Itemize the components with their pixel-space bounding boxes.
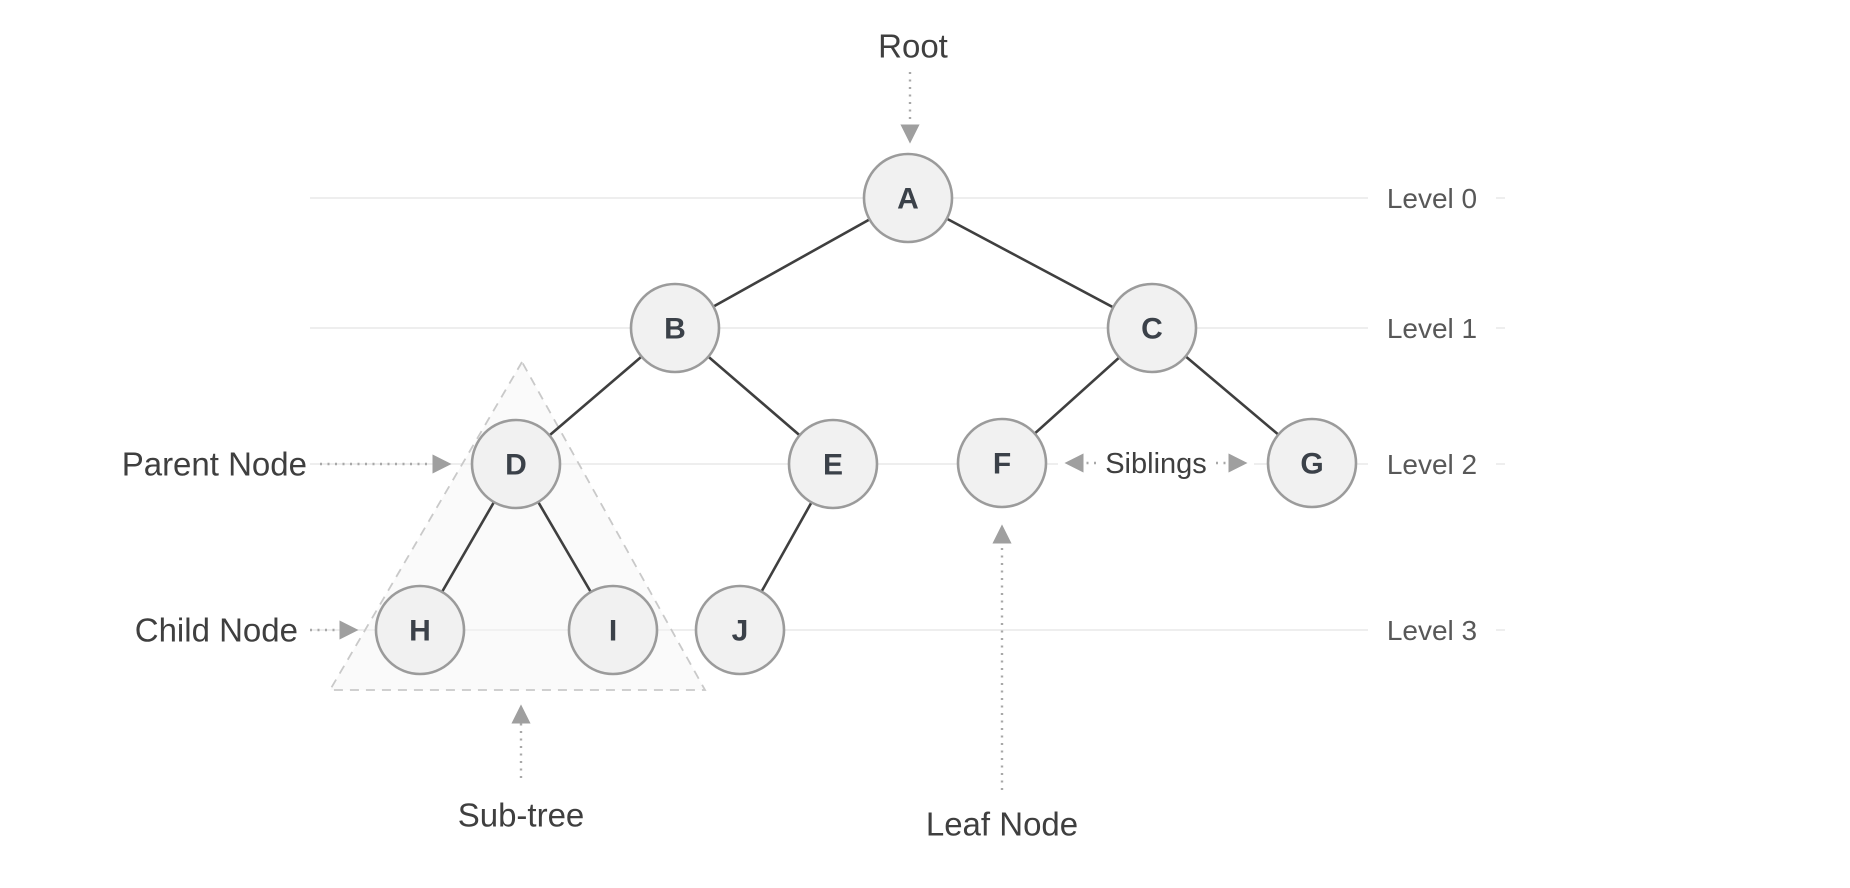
node-a-label: A (897, 183, 919, 216)
subtree-label: Sub-tree (458, 797, 585, 834)
node-b-label: B (664, 313, 686, 346)
leaf-node-label: Leaf Node (926, 806, 1078, 843)
level-0-label-mask (1368, 182, 1496, 214)
tree-node-c: C (1106, 282, 1198, 374)
level-labels: Level 0 Level 1 Level 2 Level 3 (1387, 183, 1477, 646)
edge-a-c (906, 196, 1154, 330)
node-f-circle (956, 417, 1048, 509)
tree-node-h: H (374, 584, 466, 676)
level-1-label: Level 1 (1387, 313, 1477, 344)
node-g-label: G (1300, 448, 1323, 481)
tree-node-g: G (1266, 417, 1358, 509)
tree-node-a: A (862, 152, 954, 244)
node-b-circle (629, 282, 721, 374)
annotations: Root Parent Node Child Node Siblings Sub… (122, 28, 1248, 843)
tree-nodes: A B C D E F G (374, 152, 1358, 676)
node-d-circle (470, 418, 562, 510)
level-2-label: Level 2 (1387, 449, 1477, 480)
tree-node-i: I (567, 584, 659, 676)
node-d-label: D (505, 449, 527, 482)
tree-node-e: E (787, 418, 879, 510)
node-h-circle (374, 584, 466, 676)
node-c-label: C (1141, 313, 1163, 346)
level-guides (310, 182, 1505, 646)
level-3-label-mask (1368, 614, 1496, 646)
node-f-label: F (993, 448, 1011, 481)
tree-node-j: J (694, 584, 786, 676)
tree-node-d: D (470, 418, 562, 510)
node-i-circle (567, 584, 659, 676)
node-j-circle (694, 584, 786, 676)
tree-node-b: B (629, 282, 721, 374)
child-node-label: Child Node (135, 612, 298, 649)
level-2-label-mask (1368, 448, 1496, 480)
node-j-label: J (732, 615, 749, 648)
siblings-label-mask (1058, 447, 1254, 479)
node-e-circle (787, 418, 879, 510)
level-0-label: Level 0 (1387, 183, 1477, 214)
siblings-label: Siblings (1105, 448, 1207, 480)
level-1-label-mask (1368, 312, 1496, 344)
node-g-circle (1266, 417, 1358, 509)
node-a-circle (862, 152, 954, 244)
node-h-label: H (409, 615, 431, 648)
root-label: Root (878, 28, 948, 65)
tree-node-f: F (956, 417, 1048, 509)
node-e-label: E (823, 449, 843, 482)
node-c-circle (1106, 282, 1198, 374)
node-i-label: I (609, 615, 617, 648)
level-3-label: Level 3 (1387, 615, 1477, 646)
parent-node-label: Parent Node (122, 446, 307, 483)
